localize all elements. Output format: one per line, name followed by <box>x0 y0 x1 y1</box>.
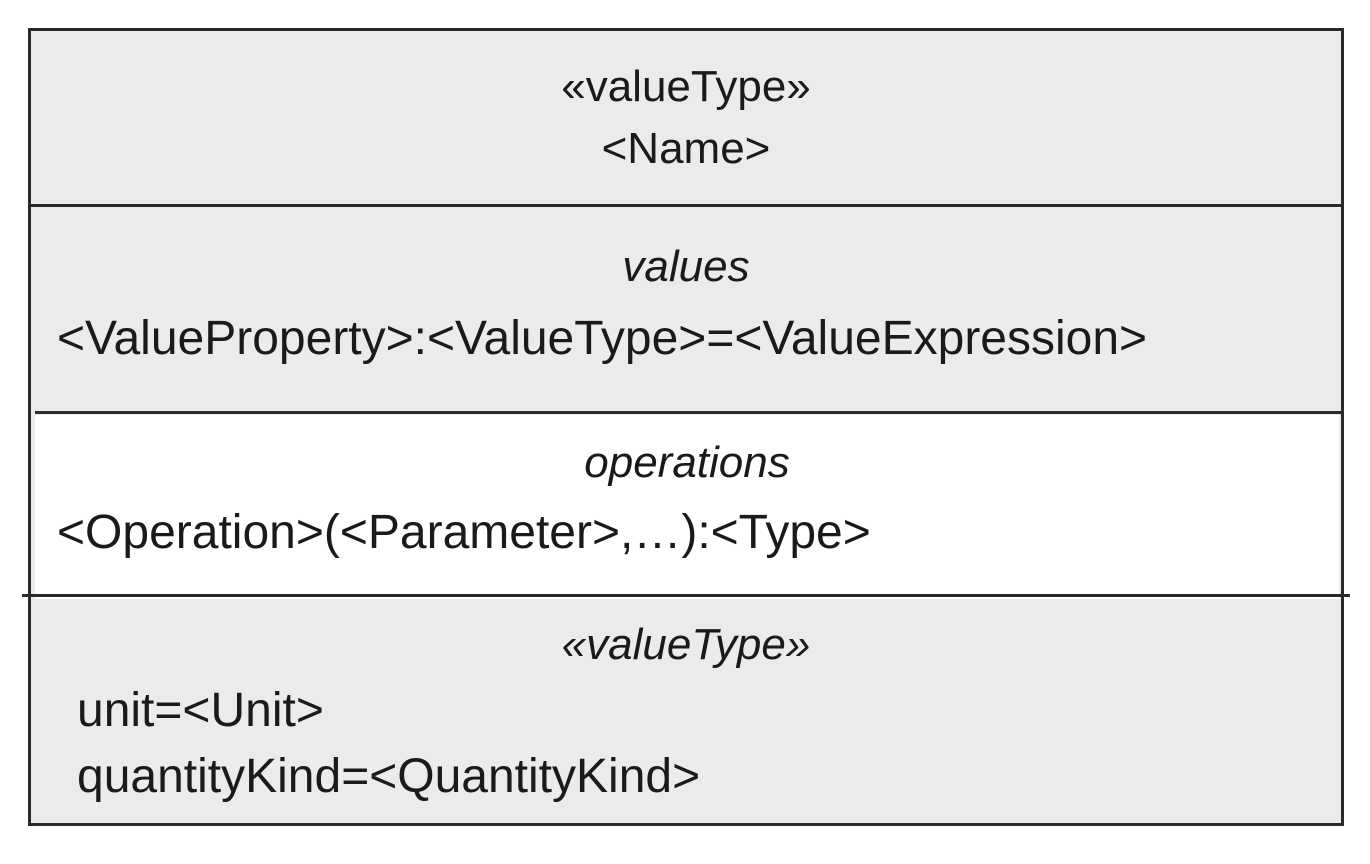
value-type-properties-heading: «valueType» <box>561 620 811 669</box>
block-stereotype: «valueType» <box>561 62 811 111</box>
divider-name-values <box>31 204 1341 207</box>
divider-operations-properties <box>22 594 1350 597</box>
operation-entry: <Operation>(<Parameter>,…):<Type> <box>57 506 871 559</box>
value-type-block: «valueType» <Name> values <ValueProperty… <box>28 28 1344 826</box>
block-name: <Name> <box>601 124 771 173</box>
quantity-kind-entry: quantityKind=<QuantityKind> <box>77 750 701 803</box>
divider-values-operations <box>35 411 1341 414</box>
operations-heading: operations <box>584 438 790 487</box>
values-heading: values <box>622 242 750 291</box>
unit-entry: unit=<Unit> <box>77 684 324 737</box>
name-compartment: «valueType» <Name> <box>31 31 1341 205</box>
operations-compartment: operations <Operation>(<Parameter>,…):<T… <box>35 415 1339 599</box>
value-property-entry: <ValueProperty>:<ValueType>=<ValueExpres… <box>57 312 1148 365</box>
value-type-properties-compartment: «valueType» unit=<Unit> quantityKind=<Qu… <box>31 601 1341 823</box>
values-compartment: values <ValueProperty>:<ValueType>=<Valu… <box>31 207 1341 413</box>
